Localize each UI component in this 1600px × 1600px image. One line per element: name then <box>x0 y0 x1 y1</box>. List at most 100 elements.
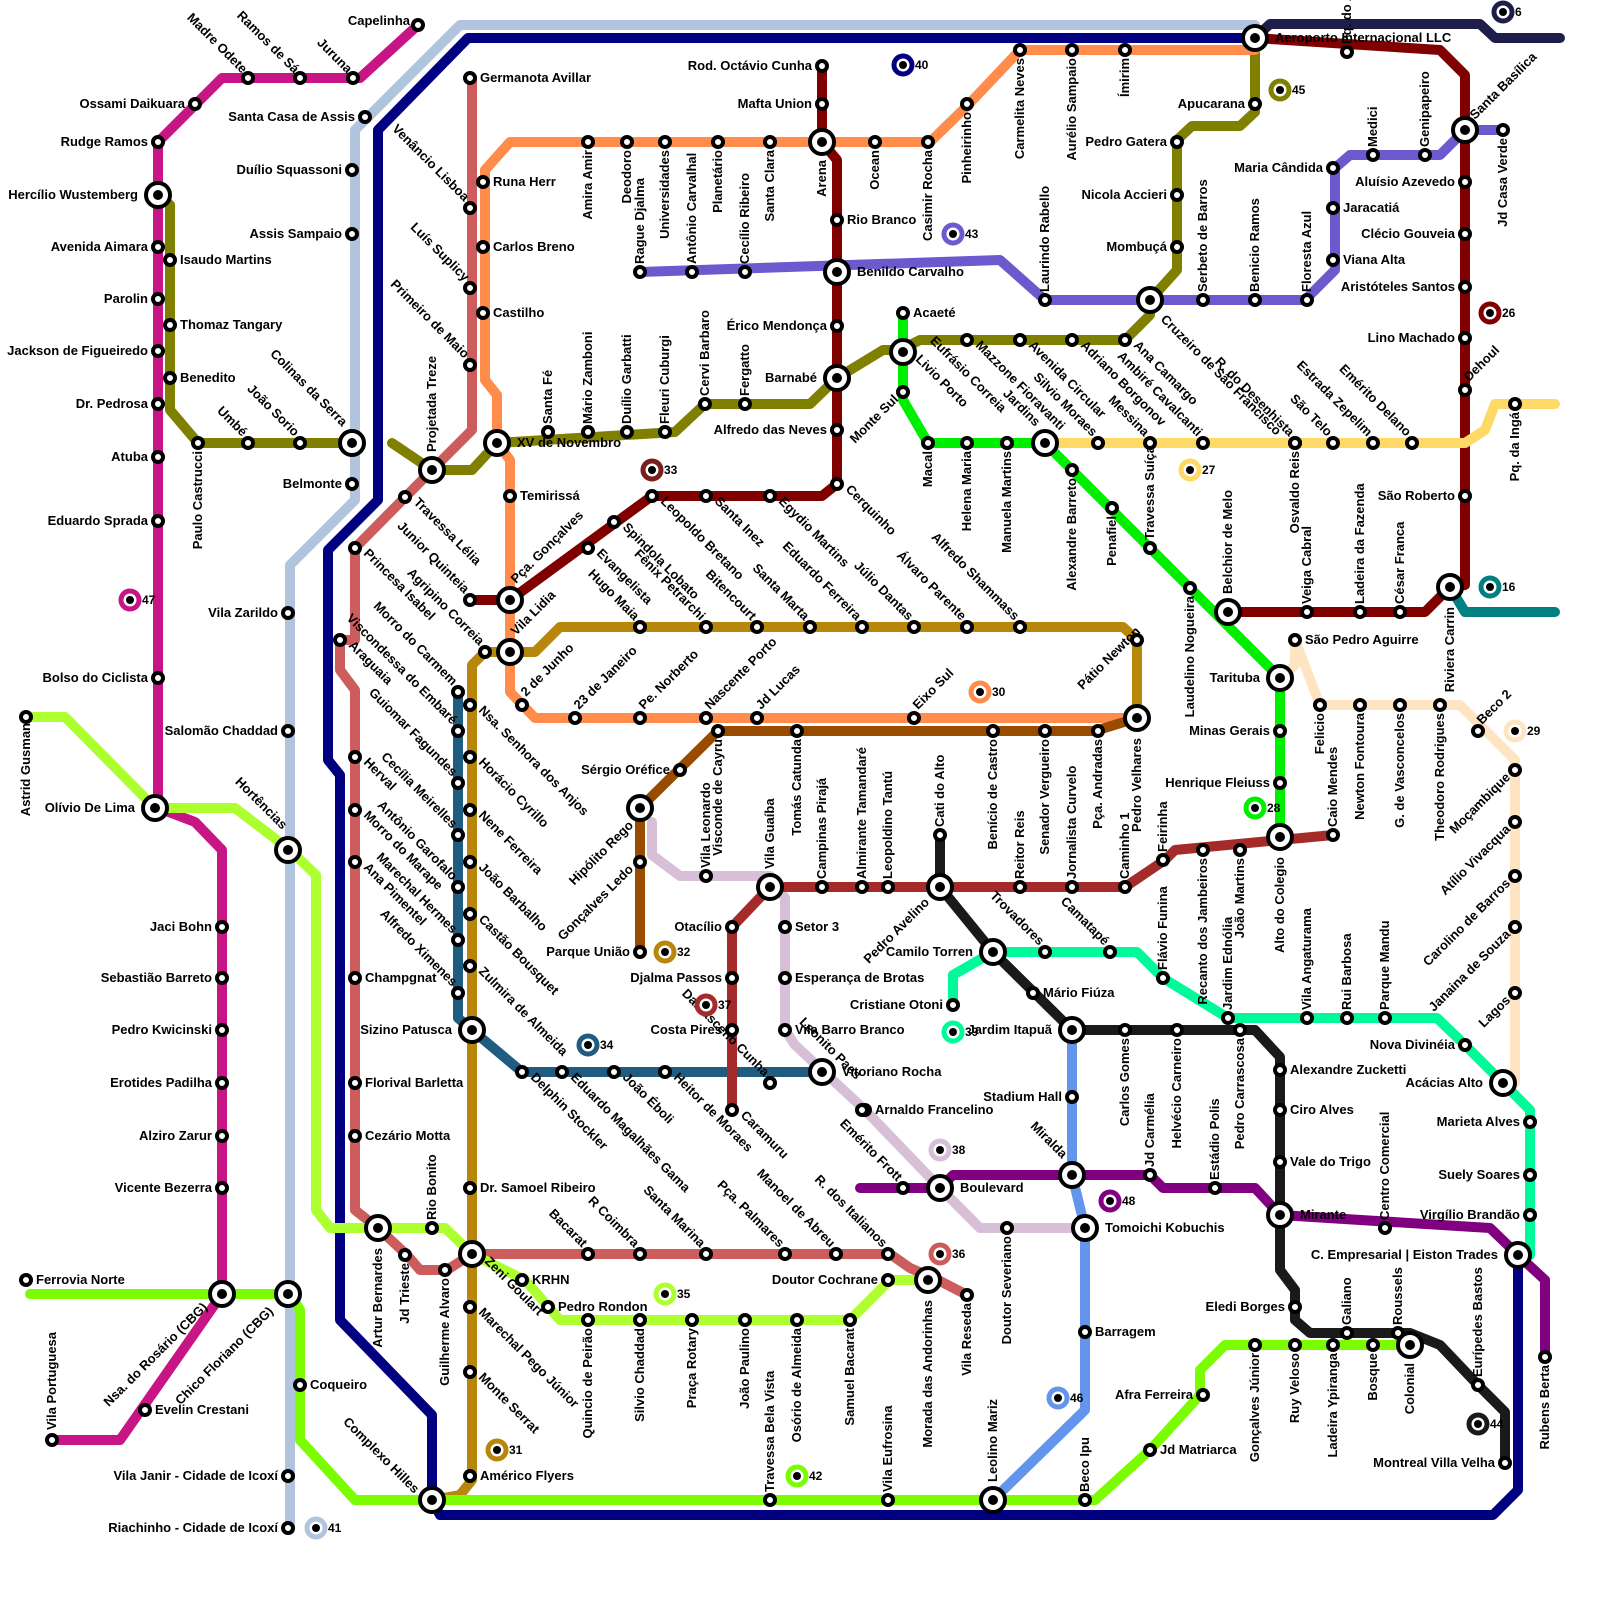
station-alziro[interactable] <box>217 1131 227 1141</box>
station-alto-colegio[interactable] <box>1268 825 1292 849</box>
station-carolino[interactable] <box>1510 871 1520 881</box>
line-badge-32[interactable]: 32 <box>656 943 691 961</box>
station-manuela[interactable] <box>1002 438 1012 448</box>
station-rui-barbosa[interactable] <box>1342 1013 1352 1023</box>
station-florival[interactable] <box>350 1078 360 1088</box>
station-doutor-cochrane[interactable] <box>883 1275 893 1285</box>
station-penafiel[interactable] <box>1107 503 1117 513</box>
station-amira[interactable] <box>583 137 593 147</box>
station-alvaro[interactable] <box>962 622 972 632</box>
station-mafta[interactable] <box>817 99 827 109</box>
station-adriano[interactable] <box>1067 335 1077 345</box>
line-badge-36[interactable]: 36 <box>931 1245 966 1263</box>
station-heitor[interactable] <box>660 1067 670 1077</box>
station-vinte-tres[interactable] <box>570 713 580 723</box>
station-lino[interactable] <box>1460 333 1470 343</box>
station-aristoteles[interactable] <box>1460 282 1470 292</box>
station-damasceno[interactable] <box>765 1078 775 1088</box>
station-cezario[interactable] <box>350 1131 360 1141</box>
station-jornalista[interactable] <box>1067 882 1077 892</box>
station-erotides[interactable] <box>217 1078 227 1088</box>
station-cervi[interactable] <box>700 399 710 409</box>
station-pca-goncalves[interactable] <box>498 588 522 612</box>
station-castao[interactable] <box>465 909 475 919</box>
station-joao-sorio[interactable] <box>295 438 305 448</box>
station-monte-serrat[interactable] <box>465 1367 475 1377</box>
station-sao-telo[interactable] <box>1328 438 1338 448</box>
station-cati[interactable] <box>935 830 945 840</box>
station-rio-bonito[interactable] <box>427 1223 437 1233</box>
station-duilio-squassoni[interactable] <box>347 165 357 175</box>
station-rudge-ramos[interactable] <box>153 137 163 147</box>
station-evangelista[interactable] <box>583 543 593 553</box>
station-joao-paulino[interactable] <box>740 1315 750 1325</box>
station-rague[interactable] <box>635 267 645 277</box>
station-benicio-ramos[interactable] <box>1250 295 1260 305</box>
station-artur[interactable] <box>366 1216 390 1240</box>
station-caio-mendes[interactable] <box>1328 830 1338 840</box>
station-projetada[interactable] <box>420 458 444 482</box>
station-nicola[interactable] <box>1172 190 1182 200</box>
line-badge-26[interactable]: 26 <box>1481 304 1516 322</box>
station-r-italianos[interactable] <box>883 1249 893 1259</box>
station-osvaldo[interactable] <box>1290 438 1300 448</box>
station-nascente[interactable] <box>701 713 711 723</box>
station-fergatto[interactable] <box>740 399 750 409</box>
station-pedro-kwicinski[interactable] <box>217 1025 227 1035</box>
station-maria-candida[interactable] <box>1328 163 1338 173</box>
line-badge-42[interactable]: 42 <box>788 1467 823 1485</box>
station-chico-floriano[interactable] <box>276 1282 300 1306</box>
station-ciro[interactable] <box>1275 1105 1285 1115</box>
station-stadium[interactable] <box>1067 1092 1077 1102</box>
station-janaina[interactable] <box>1510 922 1520 932</box>
station-riachinho[interactable] <box>283 1523 293 1533</box>
station-carlos-breno[interactable] <box>478 242 488 252</box>
line-badge-43[interactable]: 43 <box>944 225 979 243</box>
line-badge-37[interactable]: 37 <box>697 996 732 1014</box>
line-badge-40[interactable]: 40 <box>894 56 929 74</box>
station-antonio-carvalhal[interactable] <box>687 267 697 277</box>
station-nsa-anjos[interactable] <box>465 700 475 710</box>
station-travessa-lelia[interactable] <box>400 492 410 502</box>
station-pca-palmares[interactable] <box>780 1249 790 1259</box>
station-pca-andradas[interactable] <box>1093 726 1103 736</box>
station-monte-sul[interactable] <box>898 387 908 397</box>
station-apucarana[interactable] <box>1250 99 1260 109</box>
station-esperanca[interactable] <box>780 973 790 983</box>
station-senador[interactable] <box>1040 726 1050 736</box>
station-recanto[interactable] <box>1198 845 1208 855</box>
station-alfredo-ximenes[interactable] <box>453 988 463 998</box>
station-pedro-avelino[interactable] <box>928 875 952 899</box>
station-silvio-moraes[interactable] <box>1093 438 1103 448</box>
station-miralda[interactable] <box>1060 1163 1084 1187</box>
station-carmelita[interactable] <box>1015 45 1025 55</box>
station-acaete[interactable] <box>898 308 908 318</box>
station-suely[interactable] <box>1525 1170 1535 1180</box>
station-parque-mandu[interactable] <box>1380 1013 1390 1023</box>
station-flavio[interactable] <box>1158 973 1168 983</box>
station-praca-rotary[interactable] <box>687 1315 697 1325</box>
station-arena[interactable] <box>810 130 834 154</box>
line-badge-6[interactable]: 6 <box>1494 3 1522 21</box>
station-julio[interactable] <box>909 622 919 632</box>
station-santa-clara[interactable] <box>765 137 775 147</box>
station-horacio[interactable] <box>465 752 475 762</box>
station-henrique[interactable] <box>1275 778 1285 788</box>
station-pe-norberto[interactable] <box>635 713 645 723</box>
station-evelin[interactable] <box>140 1405 150 1415</box>
station-aurelio[interactable] <box>1067 45 1077 55</box>
station-planetario[interactable] <box>713 137 723 147</box>
station-capelinha[interactable] <box>413 20 423 30</box>
station-deodoro[interactable] <box>622 137 632 147</box>
station-boulevard[interactable] <box>928 1176 952 1200</box>
station-ladeira-fazenda[interactable] <box>1355 607 1365 617</box>
station-umbe[interactable] <box>243 438 253 448</box>
station-parolin[interactable] <box>153 294 163 304</box>
station-vila-angaturama[interactable] <box>1302 1013 1312 1023</box>
station-cesar-franca[interactable] <box>1395 607 1405 617</box>
station-morro-marape[interactable] <box>350 805 360 815</box>
station-alexandre-zucketti[interactable] <box>1275 1065 1285 1075</box>
station-bolso[interactable] <box>153 673 163 683</box>
station-manoel-abreu[interactable] <box>831 1249 841 1259</box>
station-ana-pimentel[interactable] <box>350 857 360 867</box>
